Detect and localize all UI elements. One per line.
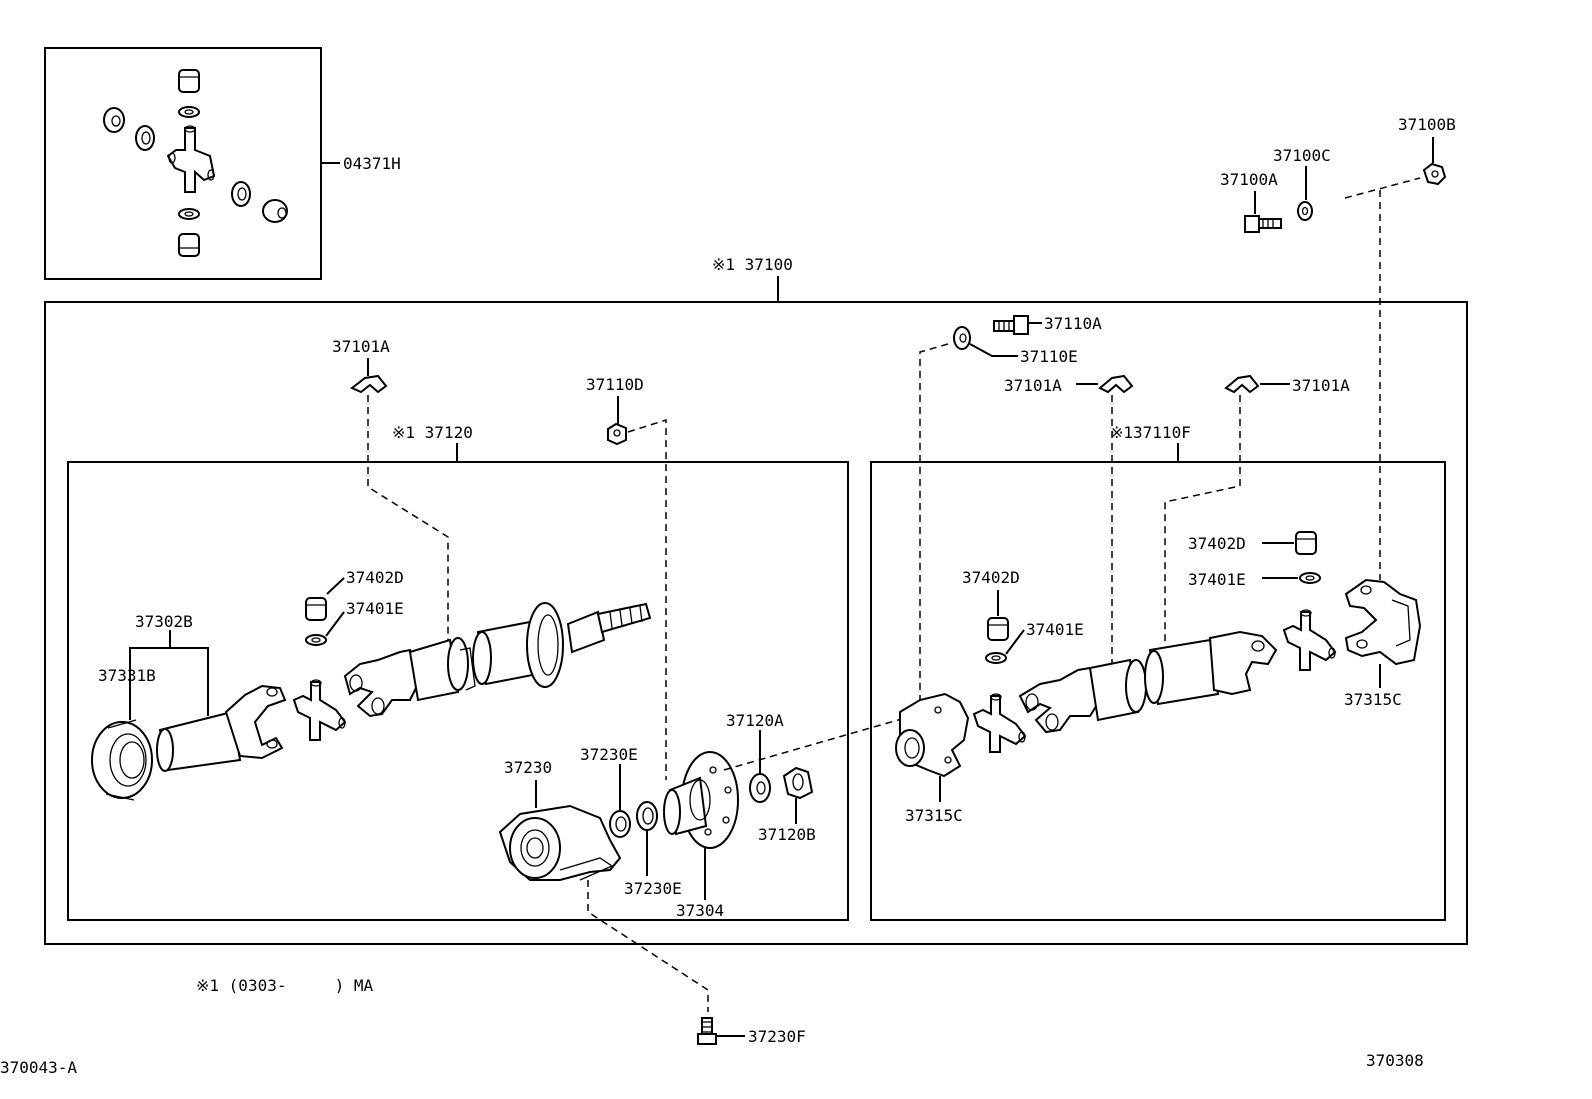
bolt-37230F-drawing [697,1017,717,1045]
clip-37101A-left-drawing [350,374,388,394]
washer-37120A-drawing [749,773,771,803]
slip-yoke-37302B-drawing [156,684,287,772]
label-37315C-right: 37315C [1344,690,1402,709]
label-37100A: 37100A [1220,170,1278,189]
label-37304: 37304 [676,901,724,920]
rear-shaft-drawing [1018,630,1278,734]
washer-37110E-drawing [953,326,971,350]
bearing-cup-37402D-right-drawing [1295,531,1317,555]
cross-joint-rear-drawing [1282,609,1337,671]
label-37110E: 37110E [1020,347,1078,366]
snap-ring-37401E-left-drawing [305,634,327,646]
label-137120: ※1 37120 [392,423,473,442]
label-37402D-right: 37402D [1188,534,1246,553]
front-shaft-drawing [343,602,652,718]
universal-joint-kit-drawing [103,69,288,257]
cross-joint-mid-drawing [972,693,1027,753]
cross-joint-front-drawing [292,679,347,741]
label-37120B: 37120B [758,825,816,844]
label-37230: 37230 [504,758,552,777]
flange-37304-drawing [663,751,739,849]
label-137100: ※1 37100 [712,255,793,274]
bearing-cup-37402D-left-drawing [305,597,327,621]
label-37101A-right: 37101A [1292,376,1350,395]
figure-code-left: 370043-A [0,1058,77,1077]
bolt-37100A-drawing [1244,215,1282,233]
label-37110D: 37110D [586,375,644,394]
label-37402D-left: 37402D [346,568,404,587]
label-37101A-mid: 37101A [1004,376,1062,395]
label-37100C: 37100C [1273,146,1331,165]
bolt-37110A-drawing [993,315,1029,335]
snap-ring-37401E-mid-drawing [985,652,1007,664]
label-137110F: ※137110F [1110,423,1191,442]
label-37331B: 37331B [98,666,156,685]
rear-shaft-box [870,461,1446,921]
flange-yoke-37315C-mid-drawing [895,692,970,778]
figure-code-right: 370308 [1366,1051,1424,1070]
bearing-cup-37402D-mid-drawing [987,617,1009,641]
label-37401E-mid: 37401E [1026,620,1084,639]
washer-37100C-drawing [1297,201,1313,221]
label-37100B: 37100B [1398,115,1456,134]
propeller-shaft-assembly-box [44,301,1468,945]
clip-37101A-right-drawing [1224,374,1260,394]
flange-yoke-37315C-right-drawing [1344,578,1422,666]
snap-ring-37401E-right-drawing [1299,572,1321,584]
label-37110A: 37110A [1044,314,1102,333]
label-37230E-top: 37230E [580,745,638,764]
clip-37101A-mid-drawing [1098,374,1134,394]
footnote-applicability: ※1 (0303- ) MA [196,976,374,995]
nut-37120B-drawing [782,766,814,800]
bearing-37331B-drawing [91,719,153,801]
label-37302B: 37302B [135,612,193,631]
nut-37100B-drawing [1422,162,1447,186]
label-37402D-mid: 37402D [962,568,1020,587]
label-37401E-right: 37401E [1188,570,1246,589]
center-support-37230-drawing [498,804,622,881]
washer-37230E-top-drawing [609,810,631,838]
label-37101A-left: 37101A [332,337,390,356]
label-37120A: 37120A [726,711,784,730]
label-04371H: 04371H [343,154,401,173]
label-37315C-mid: 37315C [905,806,963,825]
label-37230E-bottom: 37230E [624,879,682,898]
washer-37230E-bottom-drawing [636,801,658,831]
label-37230F: 37230F [748,1027,806,1046]
label-37401E-left: 37401E [346,599,404,618]
nut-37110D-drawing [607,422,627,446]
